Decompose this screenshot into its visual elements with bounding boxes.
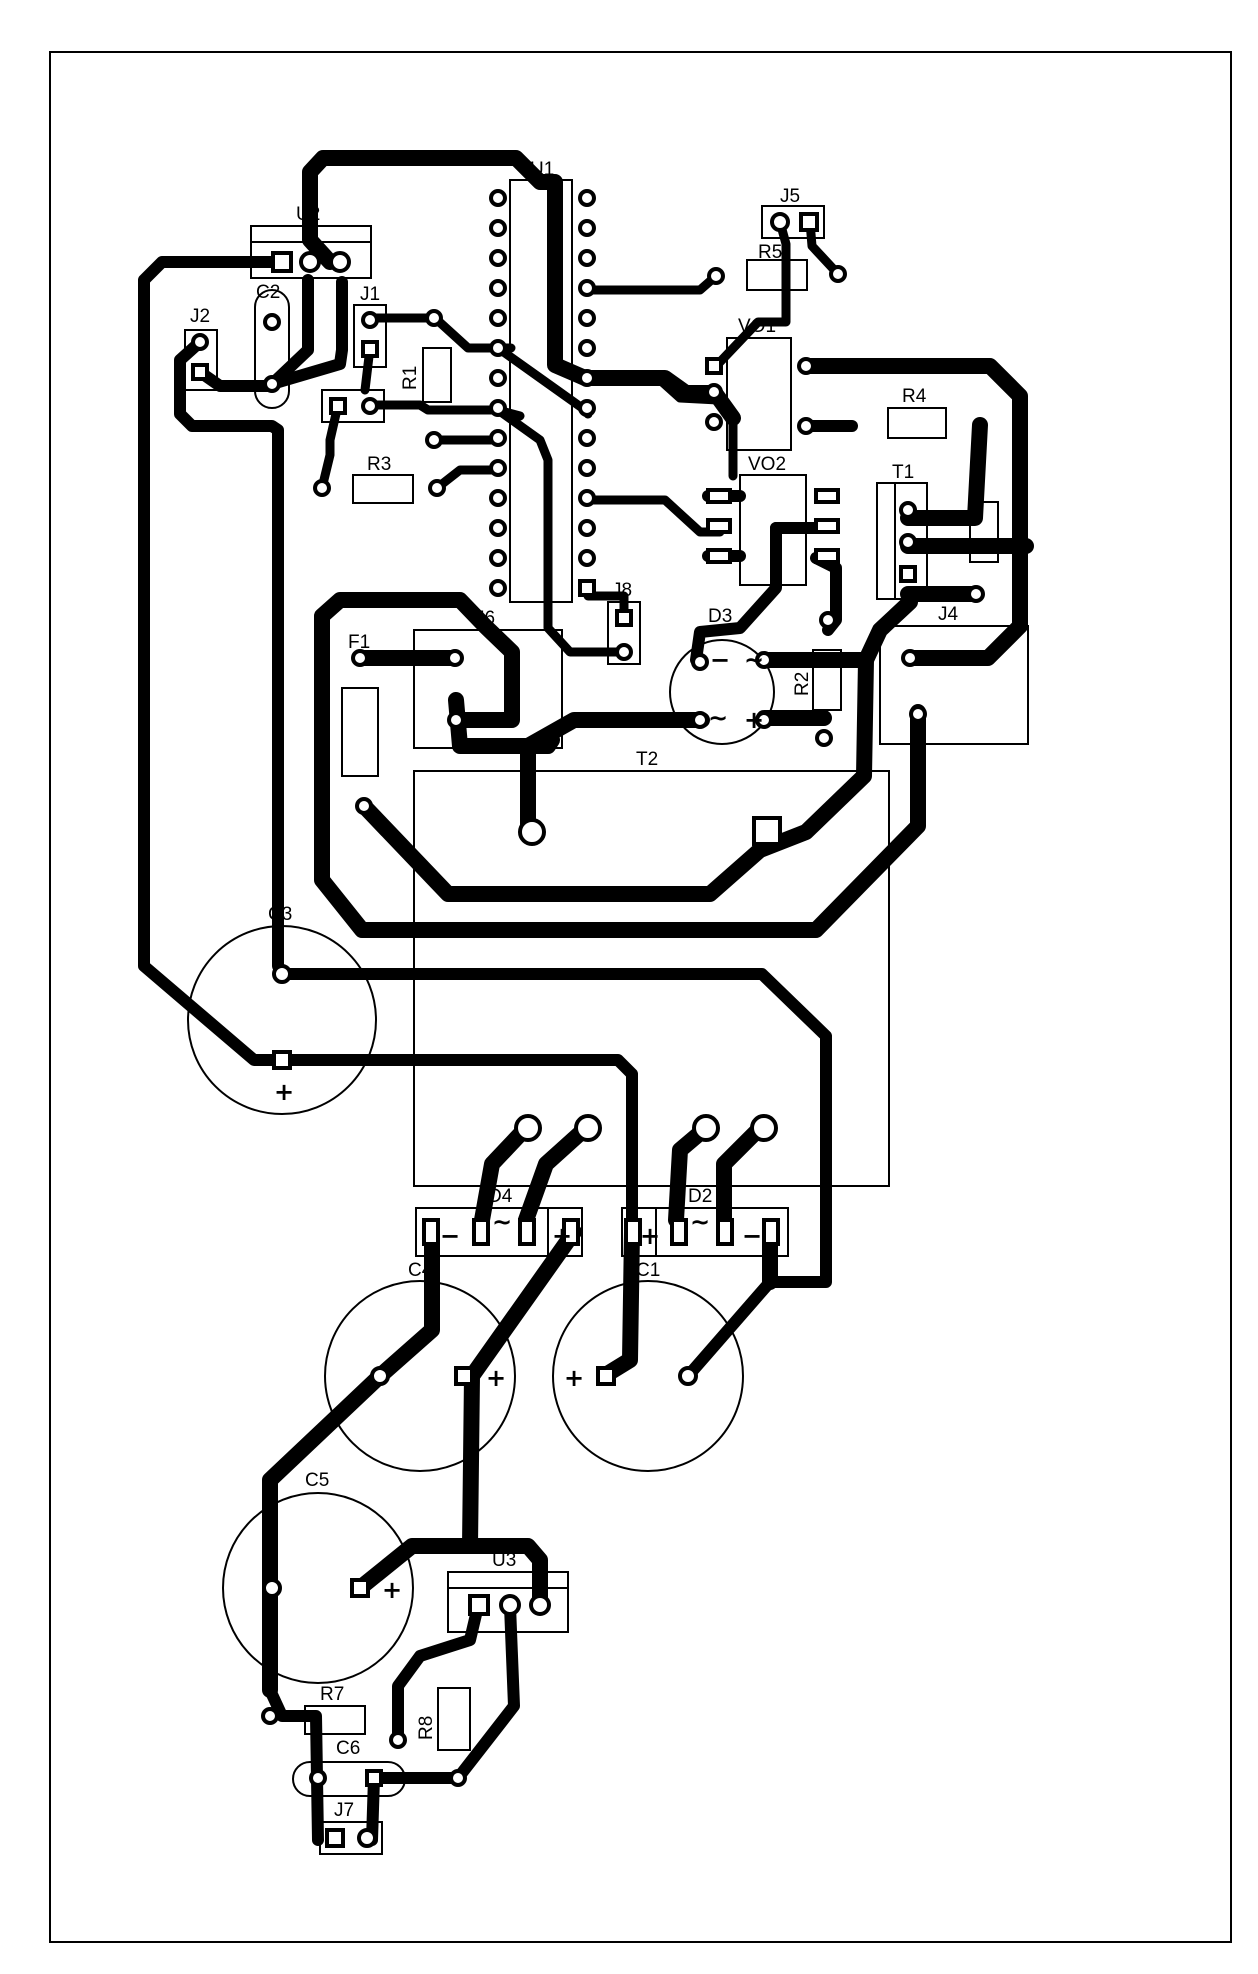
label-r3: R3	[367, 454, 391, 475]
label-d4: D4	[488, 1186, 513, 1207]
label-d2: D2	[688, 1186, 712, 1207]
d4-ac-symbol: ~	[492, 1208, 512, 1236]
c5-plus-symbol: +	[382, 1576, 402, 1604]
pads	[191, 189, 985, 1848]
c3-plus-symbol: +	[274, 1078, 294, 1106]
d4-plus-symbol: +	[552, 1222, 572, 1250]
label-j7: J7	[334, 1800, 354, 1821]
label-c6: C6	[336, 1738, 360, 1759]
d2-minus-symbol: −	[742, 1222, 762, 1250]
label-r7: R7	[320, 1684, 344, 1705]
d3-ac-symbol-2: ~	[708, 704, 728, 732]
c1-plus-symbol: +	[564, 1364, 584, 1392]
d3-ac-symbol: ~	[744, 646, 764, 674]
label-c3: C3	[268, 904, 292, 925]
d4-minus-symbol: −	[440, 1222, 460, 1250]
label-j4: J4	[938, 604, 959, 625]
label-r1: R1	[400, 366, 421, 390]
label-r4: R4	[902, 386, 927, 407]
label-r5: R5	[758, 242, 782, 263]
d2-plus-symbol: +	[640, 1222, 660, 1250]
label-j8: J8	[612, 580, 632, 601]
label-j5: J5	[780, 186, 800, 207]
silkscreen-labels: U1 U2 C2 J2 J1 R3 J5 R5 VO1 R4 VO2 T1 J4…	[190, 159, 959, 1821]
label-r2: R2	[792, 672, 813, 696]
label-u1: U1	[530, 159, 554, 180]
d3-plus-symbol: +	[744, 706, 764, 734]
board-outline	[49, 51, 1232, 1943]
c4-plus-symbol: +	[486, 1364, 506, 1392]
label-c1: C1	[636, 1260, 660, 1281]
component-outlines	[184, 179, 1029, 1855]
label-u2: U2	[296, 204, 320, 225]
d3-minus-symbol: −	[710, 646, 730, 674]
label-c2: C2	[256, 282, 280, 303]
label-c4: C4	[408, 1260, 433, 1281]
label-t2: T2	[636, 749, 658, 770]
label-t1: T1	[892, 462, 914, 483]
label-u3: U3	[492, 1550, 516, 1571]
label-f1: F1	[348, 632, 370, 653]
label-j2: J2	[190, 306, 210, 327]
label-vo2: VO2	[748, 454, 786, 475]
label-d3: D3	[708, 606, 732, 627]
label-r8: R8	[416, 1716, 437, 1740]
label-j1: J1	[360, 284, 380, 305]
d2-ac-symbol: ~	[690, 1208, 710, 1236]
label-vo1: VO1	[738, 316, 776, 337]
label-c5: C5	[305, 1470, 329, 1491]
label-j6: J6	[475, 608, 495, 629]
